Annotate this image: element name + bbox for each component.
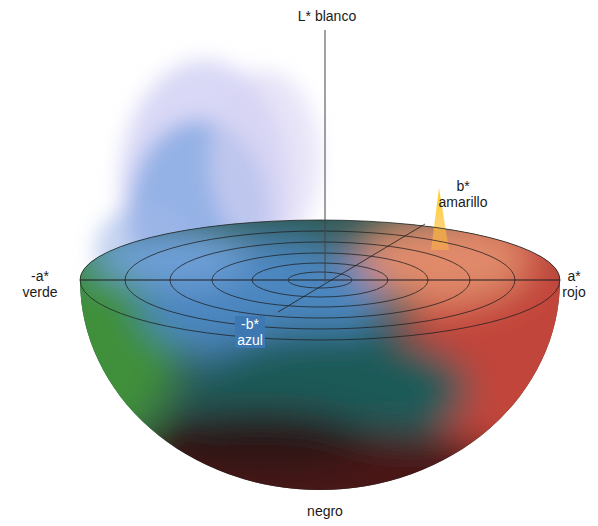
b-axis (278, 224, 425, 312)
axis-label: -a* verde (20, 268, 59, 300)
chroma-rings (80, 220, 560, 340)
a-axis (80, 280, 560, 281)
hemisphere-body (40, 200, 595, 520)
l-axis (325, 30, 326, 282)
axis-label: negro (305, 503, 345, 519)
axis-label: L* blanco (296, 8, 358, 24)
axis-label: b* amarillo (436, 178, 489, 210)
axis-label: a* rojo (560, 268, 587, 300)
axis-label: -b* azul (235, 316, 265, 348)
